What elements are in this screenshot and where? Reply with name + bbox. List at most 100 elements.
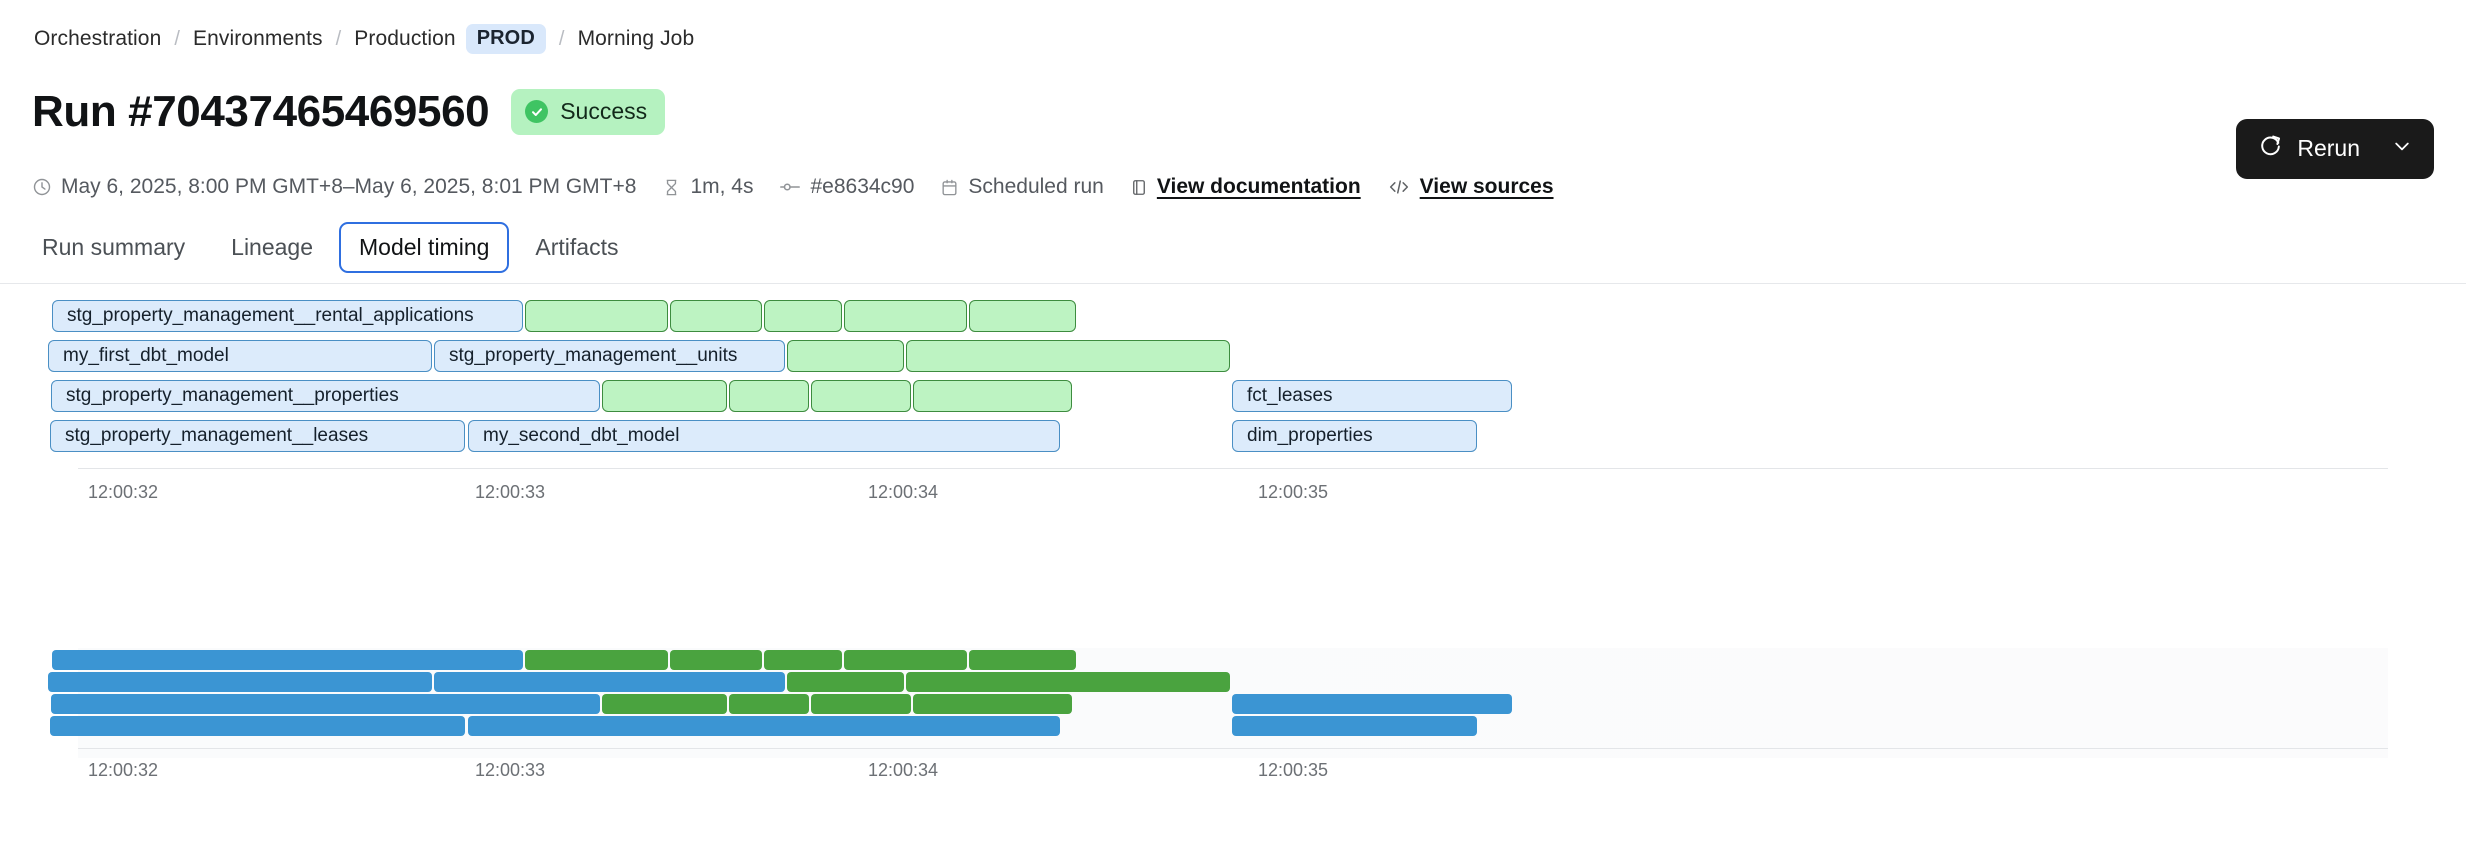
gantt-bar-test[interactable] [670, 300, 762, 332]
gantt-bar-dim_properties[interactable]: dim_properties [1232, 420, 1477, 452]
gantt-bar-fct_leases[interactable]: fct_leases [1232, 380, 1512, 412]
chevron-down-icon[interactable] [2392, 135, 2412, 162]
meta-label: View sources [1419, 175, 1554, 198]
meta-hourglass: 1m, 4s [662, 175, 753, 199]
status-badge-label: Success [560, 98, 648, 124]
tab-model-timing[interactable]: Model timing [339, 222, 510, 273]
overview-bar[interactable] [52, 650, 523, 670]
meta-calendar: Scheduled run [940, 175, 1104, 199]
meta-code[interactable]: View sources [1387, 175, 1554, 199]
gantt-bar-stg_property_management__units[interactable]: stg_property_management__units [434, 340, 785, 372]
rerun-label: Rerun [2297, 135, 2360, 161]
gantt-bar-test[interactable] [602, 380, 727, 412]
overview-axis-line [78, 748, 2388, 749]
overview-row [0, 650, 2466, 670]
meta-label: 1m, 4s [690, 175, 754, 198]
meta-book[interactable]: View documentation [1130, 175, 1361, 199]
gantt-bar-stg_property_management__leases[interactable]: stg_property_management__leases [50, 420, 465, 452]
overview-row [0, 716, 2466, 736]
gantt-row: stg_property_management__rental_applicat… [0, 300, 2466, 332]
overview-row [0, 694, 2466, 714]
clock-icon [32, 177, 52, 197]
overview-row [0, 672, 2466, 692]
check-circle-icon [525, 100, 549, 123]
page-title: Run #70437465469560 [32, 87, 490, 136]
gantt-bar-test[interactable] [844, 300, 967, 332]
overview-bar[interactable] [913, 694, 1072, 714]
run-meta-row: May 6, 2025, 8:00 PM GMT+8–May 6, 2025, … [32, 175, 1580, 199]
breadcrumb-item-orchestration[interactable]: Orchestration [34, 27, 162, 50]
overview-bar[interactable] [787, 672, 904, 692]
axis-tick-label: 12:00:35 [1258, 482, 1329, 502]
overview-bar[interactable] [602, 694, 727, 714]
meta-label: #e8634c90 [810, 175, 915, 198]
title-row: Run #70437465469560 Success [32, 87, 666, 136]
gantt-bar-my_first_dbt_model[interactable]: my_first_dbt_model [48, 340, 432, 372]
overview-bar[interactable] [811, 694, 911, 714]
book-icon [1130, 178, 1148, 197]
axis-tick-label: 12:00:33 [475, 760, 546, 780]
overview-bar[interactable] [670, 650, 762, 670]
overview-bar[interactable] [525, 650, 668, 670]
gantt-row: stg_property_management__properties fct_l… [0, 380, 2466, 412]
meta-label: Scheduled run [968, 175, 1104, 198]
overview-bar[interactable] [844, 650, 967, 670]
overview-bar[interactable] [434, 672, 785, 692]
axis-tick-label: 12:00:32 [88, 760, 159, 780]
breadcrumb-item-morning-job: Morning Job [577, 27, 695, 50]
breadcrumb: Orchestration / Environments / Production PRO… [34, 24, 694, 54]
gantt-bar-test[interactable] [906, 340, 1230, 372]
breadcrumb-env-tag[interactable]: PROD [465, 24, 546, 54]
rerun-button[interactable]: Rerun [2236, 119, 2434, 179]
breadcrumb-item-production[interactable]: Production [354, 27, 456, 50]
refresh-icon [2258, 133, 2283, 164]
gantt-axis-line [78, 468, 2388, 469]
gantt-bar-test[interactable] [764, 300, 842, 332]
gantt-bar-test[interactable] [729, 380, 809, 412]
axis-tick-label: 12:00:34 [868, 482, 939, 502]
overview-bar[interactable] [50, 716, 465, 736]
overview-bar[interactable] [729, 694, 809, 714]
tab-lineage[interactable]: Lineage [231, 234, 314, 260]
tab-run-summary[interactable]: Run summary [42, 234, 186, 260]
breadcrumb-item-environments[interactable]: Environments [193, 27, 323, 50]
overview-bar[interactable] [906, 672, 1230, 692]
gantt-bar-stg_property_management__properties[interactable]: stg_property_management__properties [51, 380, 600, 412]
gantt-bar-test[interactable] [787, 340, 904, 372]
overview-bar[interactable] [1232, 694, 1512, 714]
gantt-bar-test[interactable] [811, 380, 911, 412]
gantt-bar-stg_property_management__rental_applications[interactable]: stg_property_management__rental_applicat… [52, 300, 523, 332]
commit-icon [779, 176, 801, 198]
model-timing-gantt: stg_property_management__rental_applicat… [0, 300, 2466, 600]
gantt-bar-test[interactable] [913, 380, 1072, 412]
overview-bar[interactable] [1232, 716, 1477, 736]
meta-clock: May 6, 2025, 8:00 PM GMT+8–May 6, 2025, … [32, 175, 636, 199]
gantt-bar-test[interactable] [969, 300, 1076, 332]
meta-commit: #e8634c90 [779, 175, 914, 199]
axis-tick-label: 12:00:33 [475, 482, 546, 502]
tab-artifacts[interactable]: Artifacts [535, 234, 619, 260]
overview-bar[interactable] [969, 650, 1076, 670]
meta-label: View documentation [1156, 175, 1361, 198]
overview-bar[interactable] [48, 672, 432, 692]
overview-bar[interactable] [764, 650, 842, 670]
axis-tick-label: 12:00:32 [88, 482, 159, 502]
overview-bar[interactable] [468, 716, 1060, 736]
tab-underline [0, 283, 2466, 284]
code-icon [1387, 177, 1411, 197]
breadcrumb-separator: / [174, 27, 181, 50]
meta-label: May 6, 2025, 8:00 PM GMT+8–May 6, 2025, … [61, 175, 637, 198]
hourglass-icon [662, 178, 681, 197]
gantt-axis-ticks: 12:00:32 12:00:33 12:00:34 12:00:35 [0, 482, 2466, 504]
calendar-icon [940, 178, 959, 197]
overview-bar[interactable] [51, 694, 600, 714]
gantt-bar-my_second_dbt_model[interactable]: my_second_dbt_model [468, 420, 1060, 452]
gantt-bar-test[interactable] [525, 300, 668, 332]
tab-bar: Run summary Lineage Model timing Artifacts [22, 222, 638, 273]
breadcrumb-separator: / [558, 27, 565, 50]
